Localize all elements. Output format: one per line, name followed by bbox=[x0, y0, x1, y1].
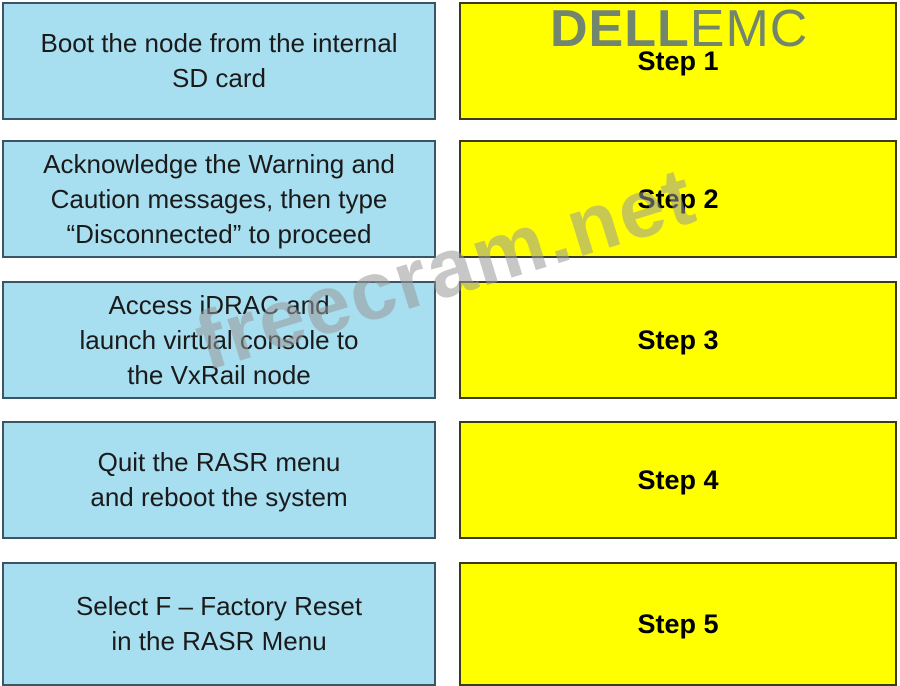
step-drop-target[interactable]: Step 3 bbox=[459, 281, 897, 399]
step-drop-target[interactable]: Step 5 bbox=[459, 562, 897, 686]
step-row: Acknowledge the Warning and Caution mess… bbox=[0, 140, 900, 262]
answer-option-box[interactable]: Select F – Factory Reset in the RASR Men… bbox=[2, 562, 436, 686]
step-drop-target[interactable]: Step 1 bbox=[459, 2, 897, 120]
step-row: Select F – Factory Reset in the RASR Men… bbox=[0, 562, 900, 686]
step-drop-target[interactable]: Step 2 bbox=[459, 140, 897, 258]
step-row: Access iDRAC and launch virtual console … bbox=[0, 281, 900, 403]
step-row: Boot the node from the internal SD card … bbox=[0, 2, 900, 124]
answer-option-box[interactable]: Access iDRAC and launch virtual console … bbox=[2, 281, 436, 399]
step-drop-target[interactable]: Step 4 bbox=[459, 421, 897, 539]
answer-option-box[interactable]: Quit the RASR menu and reboot the system bbox=[2, 421, 436, 539]
step-row: Quit the RASR menu and reboot the system… bbox=[0, 421, 900, 543]
answer-option-box[interactable]: Boot the node from the internal SD card bbox=[2, 2, 436, 120]
answer-option-box[interactable]: Acknowledge the Warning and Caution mess… bbox=[2, 140, 436, 258]
